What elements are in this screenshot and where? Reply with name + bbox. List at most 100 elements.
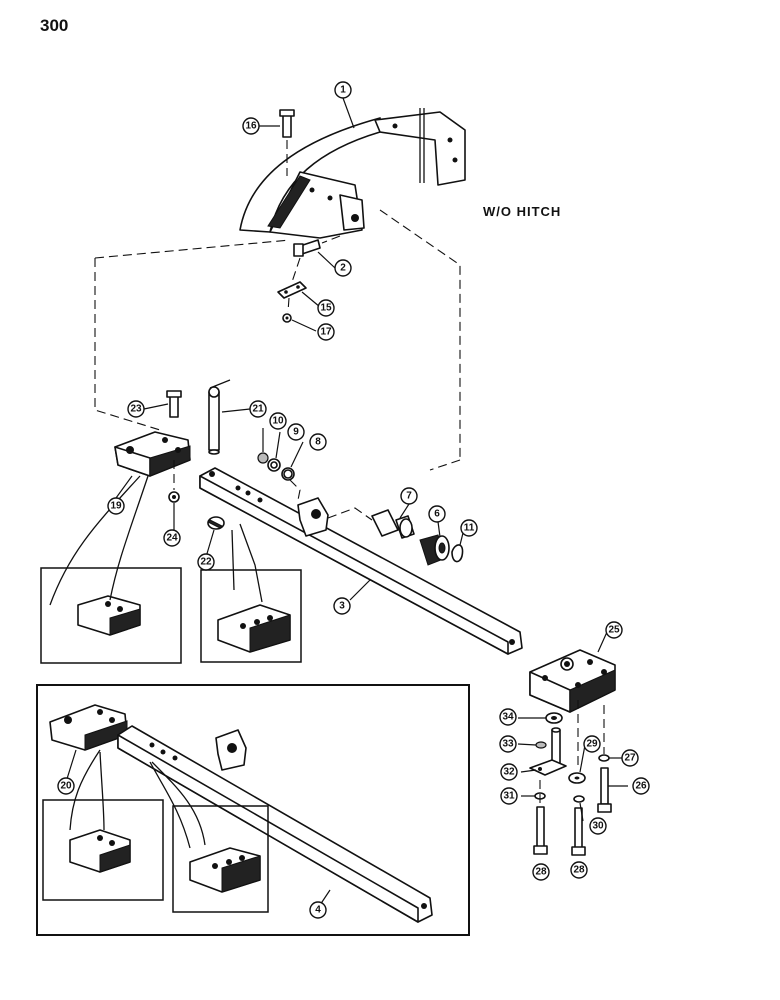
- svg-text:23: 23: [130, 404, 142, 415]
- nut-24: [168, 460, 180, 503]
- detail-inset-clevis: [40, 475, 182, 664]
- callout-29: 29: [583, 735, 601, 753]
- bolt-26: [597, 767, 612, 813]
- callout-21: 21: [249, 400, 267, 418]
- strap-15: [277, 281, 307, 299]
- washer-29: [568, 700, 586, 784]
- callout-24: 24: [163, 529, 181, 547]
- page-number: 300: [40, 16, 69, 35]
- callout-25: 25: [605, 621, 623, 639]
- bolt-28-right: [571, 807, 586, 856]
- svg-text:10: 10: [272, 416, 284, 427]
- svg-text:28: 28: [573, 865, 585, 876]
- callout-6: 6: [428, 505, 446, 523]
- alternate-assembly-frame: [36, 684, 470, 936]
- callout-27: 27: [621, 749, 639, 767]
- svg-text:15: 15: [320, 303, 332, 314]
- svg-text:16: 16: [245, 121, 257, 132]
- callout-33: 33: [499, 735, 517, 753]
- callout-15: 15: [317, 299, 335, 317]
- svg-text:24: 24: [166, 533, 178, 544]
- washer-34: [545, 712, 563, 724]
- detail-inset-drawbar: [200, 523, 302, 663]
- nut-27: [598, 705, 610, 762]
- svg-text:17: 17: [320, 327, 332, 338]
- callout-17: 17: [317, 323, 335, 341]
- callout-16: 16: [242, 117, 260, 135]
- svg-text:30: 30: [592, 821, 604, 832]
- assembly-guide-dashed: [94, 209, 461, 460]
- callout-3: 3: [333, 597, 351, 615]
- callout-34: 34: [499, 708, 517, 726]
- clevis-19: [114, 431, 191, 477]
- pivot-pin-plate-32: [529, 727, 567, 776]
- svg-text:34: 34: [502, 712, 514, 723]
- drawbar-support-bracket: [239, 108, 466, 239]
- bolt-2: [293, 235, 341, 257]
- callout-4: 4: [309, 901, 327, 919]
- svg-text:7: 7: [406, 491, 412, 502]
- callout-30: 30: [589, 817, 607, 835]
- svg-text:9: 9: [293, 427, 299, 438]
- without-hitch-note: W/O HITCH: [483, 204, 562, 219]
- callout-7: 7: [400, 487, 418, 505]
- assembly-guide-dashed-2: [429, 459, 461, 471]
- bolt-28-left: [533, 780, 548, 855]
- svg-text:3: 3: [339, 601, 345, 612]
- callout-22: 22: [197, 553, 215, 571]
- drawbar-3: [199, 467, 523, 655]
- lock-washer-30: [573, 795, 585, 803]
- svg-text:29: 29: [586, 739, 598, 750]
- callout-19: 19: [107, 497, 125, 515]
- callout-23: 23: [127, 400, 145, 418]
- bolt-16: [279, 109, 295, 176]
- snap-ring-11: [451, 544, 464, 563]
- callout-1: 1: [334, 81, 352, 99]
- svg-text:26: 26: [635, 781, 647, 792]
- hitch-pin-21: [208, 379, 231, 455]
- callout-leaders: [65, 97, 628, 909]
- roller-6: [419, 534, 450, 566]
- svg-text:20: 20: [60, 781, 72, 792]
- pivot-plate-25: [529, 649, 616, 713]
- svg-text:19: 19: [110, 501, 122, 512]
- nut-33: [535, 741, 547, 749]
- callout-28-right: 28: [570, 861, 588, 879]
- callout-32: 32: [500, 763, 518, 781]
- seal-8: [281, 467, 295, 481]
- lock-clip-22: [207, 516, 225, 530]
- fitting-10: [257, 452, 269, 464]
- clevis-20: [49, 704, 128, 751]
- callout-2: 2: [334, 259, 352, 277]
- callout-26: 26: [632, 777, 650, 795]
- bearing-9: [267, 458, 281, 472]
- detail-inset-drawbar-lower: [149, 761, 269, 913]
- callout-28-left: 28: [532, 863, 550, 881]
- svg-text:6: 6: [434, 509, 440, 520]
- svg-text:31: 31: [503, 791, 515, 802]
- svg-text:11: 11: [464, 523, 475, 534]
- callout-10: 10: [269, 412, 287, 430]
- swivel-pin-7: [371, 509, 415, 539]
- detail-inset-clevis-lower: [42, 749, 164, 901]
- svg-text:28: 28: [535, 867, 547, 878]
- svg-text:8: 8: [315, 437, 321, 448]
- callout-20: 20: [57, 777, 75, 795]
- bolt-23: [166, 390, 182, 418]
- nut-17: [282, 257, 301, 323]
- callout-8: 8: [309, 433, 327, 451]
- callout-9: 9: [287, 423, 305, 441]
- svg-text:33: 33: [502, 739, 514, 750]
- svg-text:1: 1: [340, 85, 346, 96]
- svg-text:27: 27: [624, 753, 636, 764]
- svg-text:21: 21: [252, 404, 264, 415]
- callout-31: 31: [500, 787, 518, 805]
- assembly-guide-dashed-3: [289, 479, 373, 521]
- svg-text:2: 2: [340, 263, 346, 274]
- svg-text:4: 4: [315, 905, 321, 916]
- svg-text:25: 25: [608, 625, 620, 636]
- svg-text:22: 22: [200, 557, 212, 568]
- callout-11: 11: [460, 519, 478, 537]
- drawbar-4: [117, 725, 433, 923]
